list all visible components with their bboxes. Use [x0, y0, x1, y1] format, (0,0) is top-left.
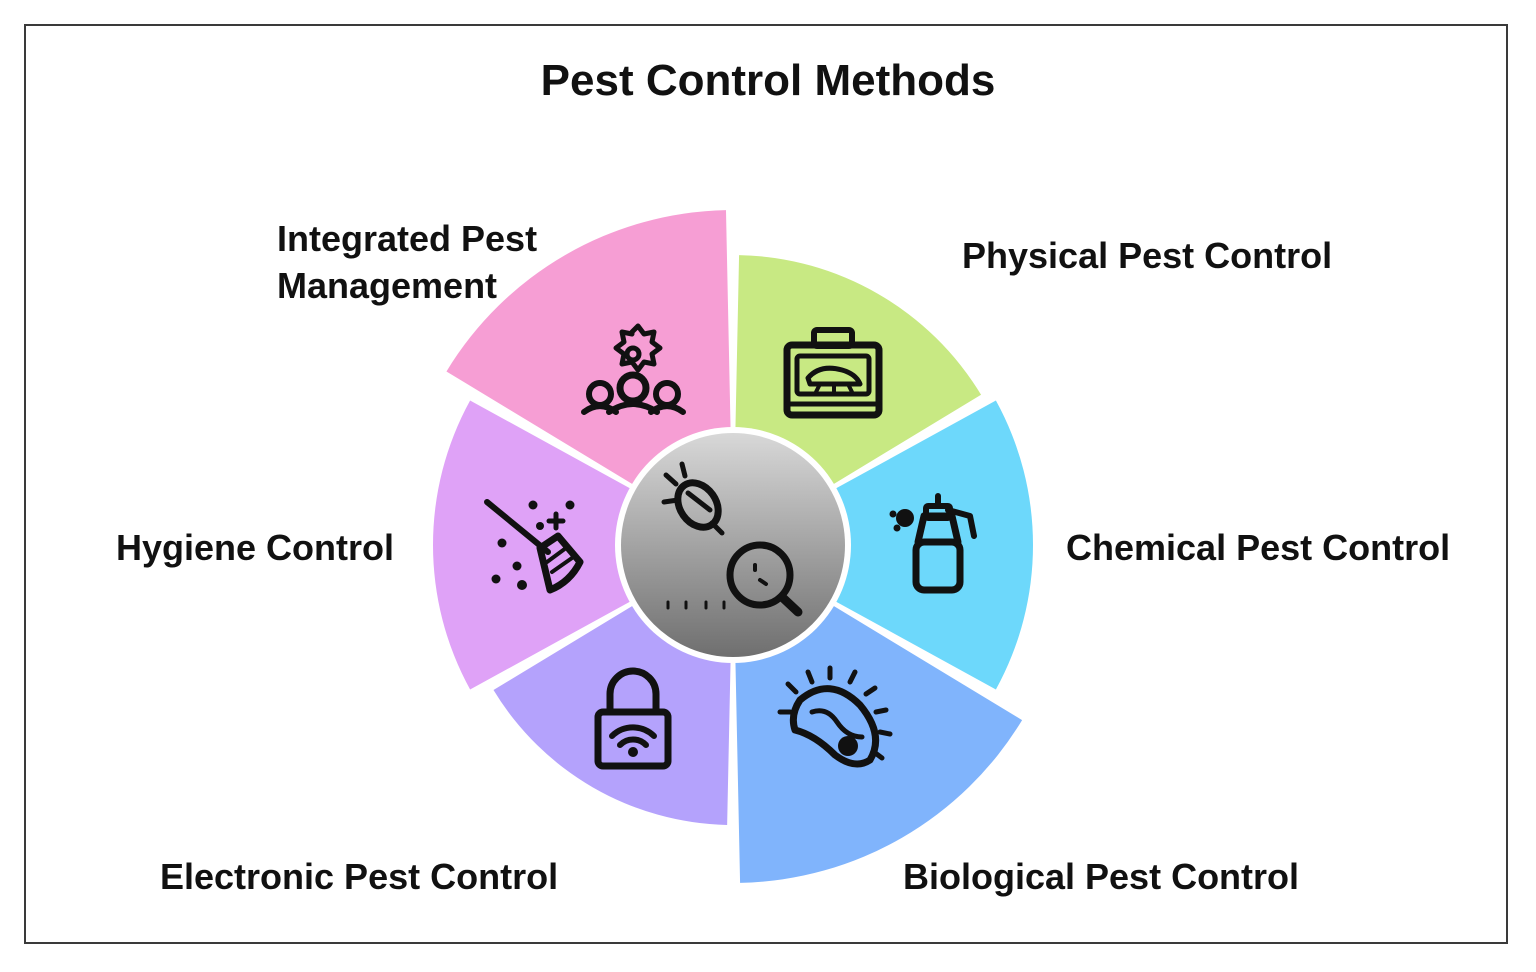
spray-bottle-icon [889, 493, 977, 594]
label-biological-pest-control: Biological Pest Control [903, 856, 1299, 897]
label-physical-pest-control: Physical Pest Control [962, 235, 1332, 276]
segment-integrated-pest-management [446, 210, 731, 487]
label-integrated-pest-management-line1: Integrated Pest [277, 218, 537, 259]
label-electronic-pest-control: Electronic Pest Control [160, 856, 558, 897]
label-hygiene-control: Hygiene Control [116, 527, 394, 568]
segment-hygiene-control [432, 400, 635, 690]
segment-physical-pest-control [735, 255, 982, 487]
center-hub [621, 433, 845, 657]
flower-network-icon [581, 323, 686, 415]
bug-magnifier-icon [661, 461, 803, 617]
broom-sparkle-icon [484, 499, 584, 594]
label-chemical-pest-control: Chemical Pest Control [1066, 527, 1450, 568]
diagram-title: Pest Control Methods [541, 56, 996, 105]
trap-box-icon [783, 327, 883, 419]
wifi-lock-icon [594, 667, 672, 770]
label-integrated-pest-management-line2: Management [277, 265, 497, 306]
microorganism-icon [777, 665, 893, 768]
